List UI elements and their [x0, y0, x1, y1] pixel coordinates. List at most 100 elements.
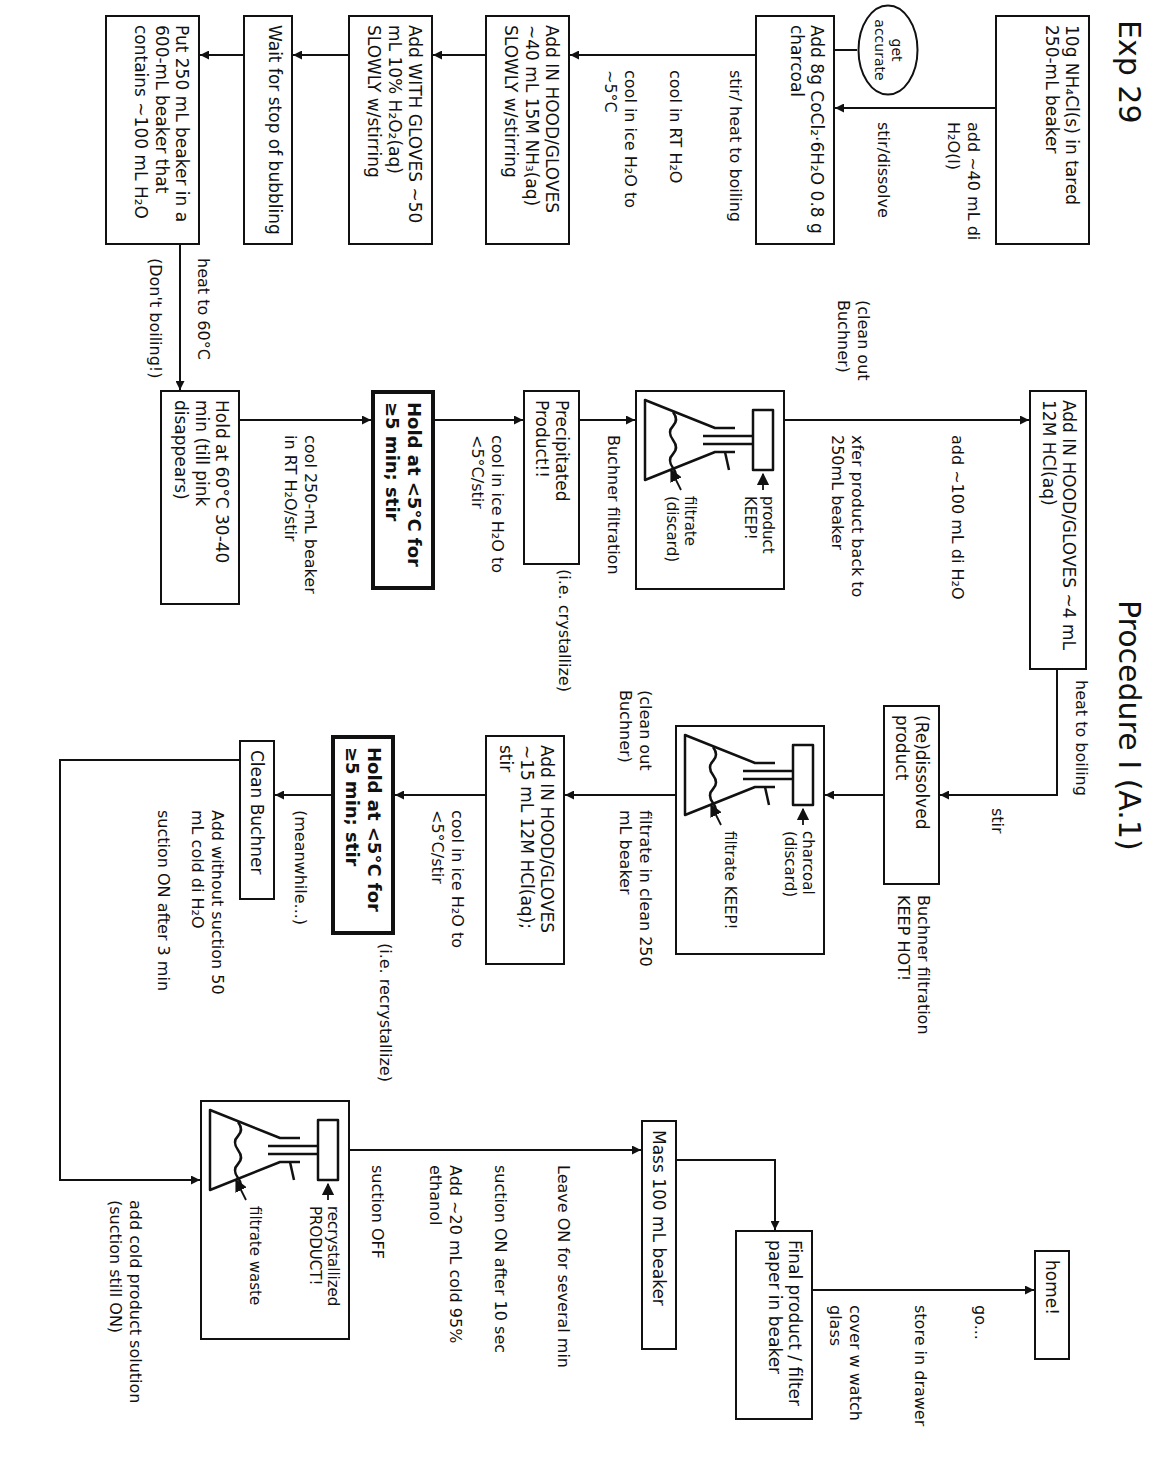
process-box: Hold at 60°C 30-40 min (till pink disapp…: [160, 390, 240, 605]
process-box: Add WITH GLOVES ~50 mL 10% H₂O₂(aq) SLOW…: [348, 15, 433, 245]
flow-arrow: [275, 794, 331, 796]
flow-arrow: [350, 1149, 641, 1151]
flow-arrow: [565, 794, 675, 796]
node-text: charcoal (discard): [781, 831, 817, 951]
process-box: Add IN HOOD/GLOVES ~15 mL 12M HCl(aq); s…: [485, 735, 565, 965]
flow-arrow: [433, 54, 485, 56]
callout-oval: get accurate: [857, 4, 919, 96]
edge-label: xfer product back to 250mL beaker: [827, 435, 867, 625]
hold-box: Hold at <5°C for ≥5 min; stir(i.e. recry…: [331, 735, 395, 935]
flow-arrow: [835, 49, 857, 51]
node-text: Add WITH GLOVES ~50 mL 10% H₂O₂(aq) SLOW…: [364, 25, 425, 235]
flow-arrow: [435, 419, 523, 421]
oval-outline: [859, 6, 918, 95]
flow-arrow: [60, 760, 239, 1180]
node-text: filtrate (discard): [663, 496, 699, 586]
node-text: 10g NH₄Cl(s) in tared 250-mL beaker: [1041, 25, 1082, 235]
node-text: Clean Buchner: [247, 750, 267, 890]
edge-label: (meanwhile...): [290, 810, 310, 960]
note-label: Add ~20 mL cold 95% ethanol: [425, 1165, 465, 1400]
note-label: Leave ON for several min: [553, 1165, 573, 1405]
page-title: Procedure I (A.1): [1111, 600, 1147, 960]
flow-arrow: [825, 794, 883, 796]
edge-label: add cold product solution (suction still…: [105, 1200, 145, 1420]
flow-arrow: [293, 54, 348, 56]
node-text: product KEEP!: [741, 496, 777, 586]
note-label: cool in RT H₂O: [665, 70, 685, 245]
note-label: store in drawer: [910, 1305, 930, 1460]
process-box: Add 8g CoCl₂·6H₂O 0.8 g charcoal: [755, 15, 835, 245]
node-text: Add IN HOOD/GLOVES ~40 mL 15M NH₃(aq) SL…: [501, 25, 562, 235]
node-text: Add IN HOOD/GLOVES ~4 mL 12M HCl(aq): [1038, 400, 1079, 660]
note-label: (clean out Buchner): [833, 300, 873, 405]
edge-label: add ~40 mL di H₂O(l): [943, 122, 983, 252]
node-text: get accurate: [871, 14, 905, 86]
node-text: Add IN HOOD/GLOVES ~15 mL 12M HCl(aq); s…: [496, 745, 557, 955]
note-label: add ~100 mL di H₂O: [947, 435, 967, 625]
note-label: Add without suction 50 mL cold di H₂O: [187, 810, 227, 1020]
flow-arrow: [580, 419, 635, 421]
node-text: filtrate waste: [246, 1206, 264, 1336]
node-text: Hold at <5°C for ≥5 min; stir: [342, 747, 385, 923]
note-label: Exp 29: [1111, 20, 1147, 220]
flow-arrow: [200, 54, 243, 56]
process-box: 10g NH₄Cl(s) in tared 250-mL beaker: [995, 15, 1090, 245]
buchner-funnel: [210, 1110, 338, 1200]
edge-label: filtrate in clean 250 mL beaker: [615, 810, 655, 985]
node-text: Hold at <5°C for ≥5 min; stir: [382, 402, 425, 578]
edge-label: Buchner filtration KEEP HOT!: [893, 895, 933, 1060]
node-text: filtrate KEEP!: [721, 831, 739, 951]
hold-box: Hold at <5°C for ≥5 min; stir: [371, 390, 435, 590]
note-label: stir: [987, 808, 1007, 868]
edge-label: cool in ice H₂O to <5°C/stir: [427, 810, 467, 985]
process-box: home!: [1034, 1250, 1070, 1360]
note-label: cool in ice H₂O to ~5°C: [600, 70, 640, 245]
process-box: Precipitated Product!!(i.e. crystallize): [523, 390, 580, 565]
flow-arrow: [813, 1289, 1034, 1291]
flow-arrow: [570, 54, 755, 56]
node-text: Precipitated Product!!: [531, 400, 572, 555]
node-text: Final product / filter paper in beaker: [764, 1240, 805, 1410]
filtration-box: product KEEP! filtrate (discard): [635, 390, 785, 590]
edge-label: heat to 60°C: [193, 258, 213, 383]
node-text: (Re)dissolved product: [891, 715, 932, 875]
edge-label: Buchner filtration: [603, 435, 623, 610]
note-label: suction ON after 3 min: [153, 810, 173, 1020]
node-text: Wait for stop of bubbling: [265, 25, 285, 235]
note-label: (Don't boiling!): [145, 258, 165, 383]
buchner-funnel: [645, 400, 773, 490]
process-box: Add IN HOOD/GLOVES ~40 mL 15M NH₃(aq) SL…: [485, 15, 570, 245]
flow-arrow: [179, 245, 181, 390]
node-text: home!: [1042, 1260, 1062, 1350]
edge-label: heat to boiling: [1071, 680, 1091, 830]
buchner-funnel: [685, 735, 813, 825]
note-label: suction ON after 10 sec: [490, 1165, 510, 1400]
flow-arrow: [677, 1160, 775, 1230]
flow-arrow: [835, 107, 995, 109]
process-box: Mass 100 mL beaker: [641, 1120, 677, 1350]
edge-label: stir/ heat to boiling: [725, 70, 745, 245]
flow-arrow: [785, 419, 1029, 421]
flow-arrow: [395, 794, 485, 796]
process-box: Put 250 mL beaker in a 600-mL beaker tha…: [105, 15, 200, 245]
filtration-box: recrystallized PRODUCT! filtrate waste: [200, 1100, 350, 1340]
node-text: recrystallized PRODUCT!: [306, 1206, 342, 1336]
process-box: Final product / filter paper in beaker: [735, 1230, 813, 1420]
note-label: go...: [970, 1305, 990, 1405]
node-text: Hold at 60°C 30-40 min (till pink disapp…: [171, 400, 232, 595]
node-text: Add 8g CoCl₂·6H₂O 0.8 g charcoal: [786, 25, 827, 235]
process-box: Wait for stop of bubbling: [243, 15, 293, 245]
note-label: (clean out Buchner): [615, 690, 655, 785]
process-box: Clean Buchner: [239, 740, 275, 900]
node-text: (i.e. crystallize): [555, 569, 574, 734]
edge-label: cover w watch glass: [825, 1305, 865, 1455]
filtration-box: charcoal (discard) filtrate KEEP!: [675, 725, 825, 955]
process-box: (Re)dissolved product: [883, 705, 940, 885]
edge-label: cool in ice H₂O to <5°C/stir: [467, 435, 507, 605]
node-text: (i.e. recrystallize): [376, 943, 395, 1138]
process-box: Add IN HOOD/GLOVES ~4 mL 12M HCl(aq): [1029, 390, 1087, 670]
edge-label: suction OFF: [367, 1165, 387, 1285]
node-text: Mass 100 mL beaker: [649, 1130, 669, 1340]
flow-arrow: [240, 419, 371, 421]
